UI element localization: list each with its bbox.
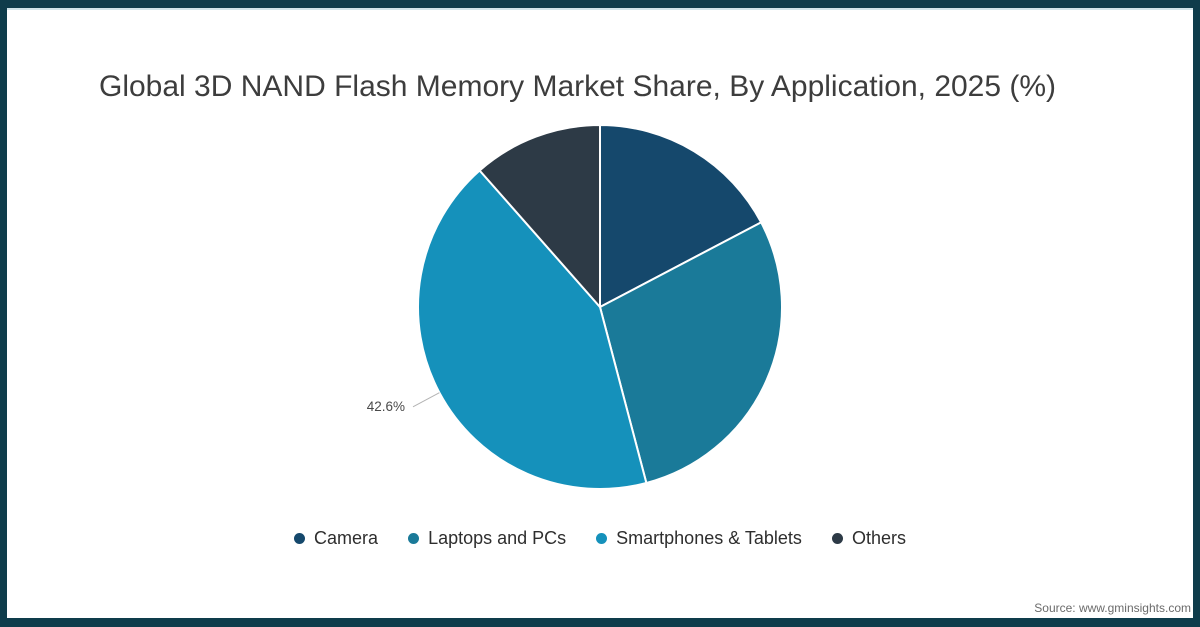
legend-swatch-laptops-and-pcs-icon: [408, 532, 420, 544]
legend-item-laptops-and-pcs: Laptops and PCs: [408, 528, 566, 549]
legend-label-camera: Camera: [314, 527, 379, 548]
legend-label-smartphones-tablets: Smartphones & Tablets: [616, 527, 802, 548]
legend-swatch-smartphones-tablets-icon: [596, 532, 608, 544]
chart-title: Global 3D NAND Flash Memory Market Share…: [99, 70, 1057, 103]
legend: Camera Laptops and PCs Smartphones & Tab…: [0, 525, 1200, 551]
legend-label-others: Others: [851, 527, 906, 548]
legend-item-others: Others: [831, 527, 906, 549]
pie-slice-camera: [599, 124, 763, 308]
label-leader-line: [412, 392, 440, 408]
legend-item-smartphones-tablets: Smartphones & Tablets: [596, 528, 802, 549]
pie-slice-smartphones-tablets: [417, 169, 648, 490]
legend-swatch-others-icon: [831, 532, 843, 544]
slice-value-label: 42.6%: [367, 399, 405, 414]
legend-item-camera: Camera: [294, 528, 378, 549]
pie-slice-laptops-and-pcs: [599, 221, 783, 484]
pie-slices: [417, 124, 783, 490]
pie-slice-others: [478, 124, 601, 308]
legend-swatch-camera-icon: [294, 532, 306, 544]
source-attribution: Source: www.gminsights.com: [1034, 601, 1191, 615]
legend-label-laptops-and-pcs: Laptops and PCs: [428, 527, 567, 548]
